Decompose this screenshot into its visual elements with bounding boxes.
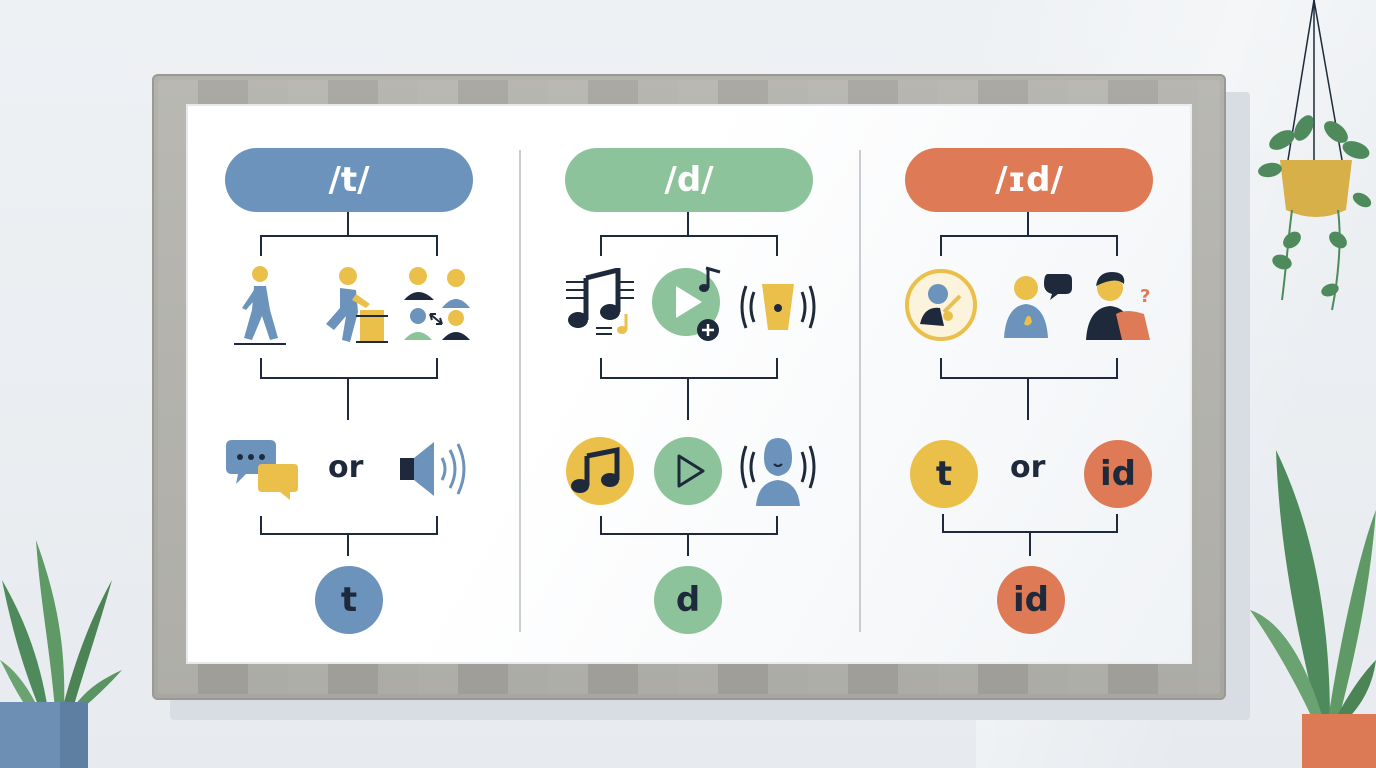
play-circle-icon bbox=[654, 437, 722, 505]
svg-text:?: ? bbox=[1140, 286, 1150, 307]
or-text-t: or bbox=[328, 450, 364, 485]
people-exchange-icon bbox=[404, 267, 470, 340]
option-t: t bbox=[910, 440, 978, 508]
person-portrait-icon bbox=[905, 269, 977, 341]
hanging-plant-icon bbox=[1258, 0, 1372, 311]
left-plant-icon bbox=[0, 540, 122, 768]
person-question-icon: ? bbox=[1086, 272, 1150, 340]
music-notes-icon bbox=[566, 268, 634, 335]
voice-head-icon bbox=[740, 438, 816, 506]
header-t: /t/ bbox=[225, 148, 473, 212]
result-t: t bbox=[315, 566, 383, 634]
play-button-icon bbox=[652, 266, 721, 341]
speech-bubbles-icon bbox=[226, 440, 298, 500]
header-d: /d/ bbox=[565, 148, 813, 212]
walking-person-icon bbox=[234, 266, 286, 345]
header-id: /ɪd/ bbox=[905, 148, 1153, 212]
or-text-id: or bbox=[1010, 450, 1046, 485]
result-id: id bbox=[997, 566, 1065, 634]
person-pushing-icon bbox=[326, 267, 388, 343]
column-divider-1 bbox=[519, 150, 521, 632]
result-d: d bbox=[654, 566, 722, 634]
person-talking-icon bbox=[1004, 274, 1072, 338]
music-note-circle-icon bbox=[566, 437, 634, 505]
vibrating-bell-icon bbox=[740, 284, 816, 330]
speaker-icon bbox=[400, 442, 466, 496]
column-divider-2 bbox=[859, 150, 861, 632]
right-plant-icon bbox=[1250, 450, 1376, 768]
option-id: id bbox=[1084, 440, 1152, 508]
